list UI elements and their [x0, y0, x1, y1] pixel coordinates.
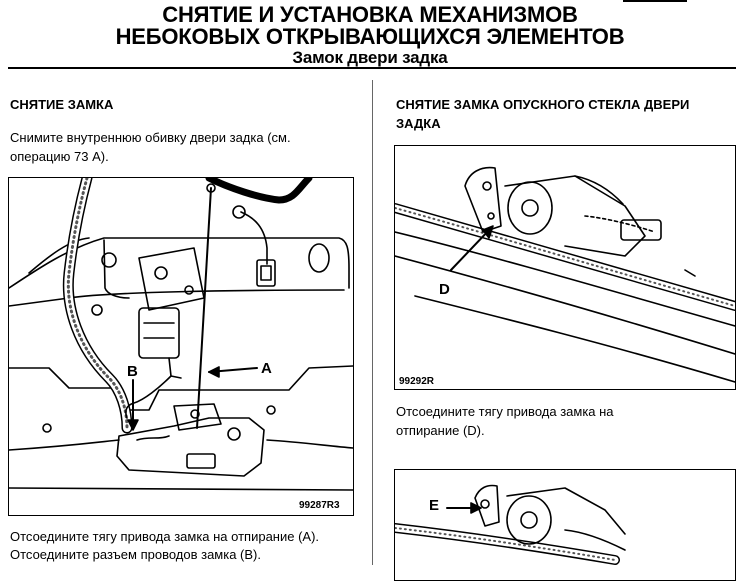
- crossmember-upper: [9, 365, 353, 411]
- page-title-line-2: НЕБОКОВЫХ ОТКРЫВАЮЩИХСЯ ЭЛЕМЕНТОВ: [115, 24, 625, 49]
- glass-step-line-2: отпирание (D).: [396, 423, 485, 438]
- wire-grommet: [232, 205, 246, 219]
- lever-pivot: [190, 409, 200, 419]
- motor-housing-2: [506, 487, 626, 535]
- figure-glass-lock-d: D 99292R: [394, 145, 736, 390]
- motor-hub: [521, 199, 539, 217]
- lock-body-detail: [136, 435, 170, 441]
- bracket-bolt: [154, 266, 168, 280]
- lock-lever: [173, 403, 222, 431]
- callout-a-label: A: [261, 360, 272, 377]
- callout-e-label: E: [429, 497, 439, 514]
- motor-wire: [168, 357, 182, 379]
- callout-e-arrowhead: [470, 502, 482, 514]
- door-panel-curve: [28, 237, 90, 274]
- glass-frame-inner-line: [395, 231, 735, 327]
- connector-block: [620, 219, 662, 241]
- figure-code-d: 99292R: [399, 376, 435, 387]
- top-edge-line: [623, 0, 687, 2]
- callout-d-arrowhead: [482, 225, 494, 239]
- page-title-line-1: СНЯТИЕ И УСТАНОВКА МЕХАНИЗМОВ: [162, 2, 578, 27]
- section-heading-glass-lock-line-1: СНЯТИЕ ЗАМКА ОПУСКНОГО СТЕКЛА ДВЕРИ: [396, 97, 690, 112]
- motor-housing: [504, 175, 646, 257]
- latch-bolt-2: [480, 499, 490, 509]
- harness-sleeve-texture: [66, 178, 129, 430]
- glass-lock-motor: [507, 181, 553, 235]
- glass-frame-bottom-line: [414, 295, 735, 383]
- side-clip: [684, 269, 696, 277]
- panel-hole-4: [42, 423, 52, 433]
- rod-top-clip: [206, 183, 216, 193]
- bracket-stud: [184, 285, 194, 295]
- glass-frame-lower-line: [395, 255, 735, 355]
- harness-sleeve-fill: [64, 178, 131, 432]
- step-text-1: Отсоедините тягу привода замка на отпира…: [10, 529, 320, 544]
- section-heading-lock-removal: СНЯТИЕ ЗАМКА: [10, 97, 114, 112]
- panel-hole-5: [266, 405, 276, 415]
- glass-frame-band-texture: [395, 207, 735, 307]
- intro-text-line-1: Снимите внутреннюю обивку двери задка (с…: [10, 130, 291, 145]
- callout-d-leader: [450, 227, 492, 271]
- harness-top-loop: [205, 178, 313, 204]
- header-divider: [8, 67, 736, 69]
- page-subtitle: Замок двери задка: [292, 48, 448, 67]
- glass-step-line-1: Отсоедините тягу привода замка на: [396, 404, 614, 419]
- figure-code: 99287R3: [299, 500, 340, 511]
- callout-d-label: D: [439, 281, 450, 298]
- latch-bracket: [464, 166, 502, 233]
- connector-right: [256, 259, 276, 287]
- panel-hole-1: [101, 252, 117, 268]
- latch-plate: [186, 453, 216, 469]
- step-text-2: Отсоедините разъем проводов замка (В).: [10, 547, 261, 562]
- connector-right-body: [260, 265, 272, 281]
- crossmember-lower-left: [9, 439, 120, 451]
- door-panel-inner-edge: [103, 239, 130, 299]
- panel-hole-2: [91, 304, 103, 316]
- column-divider: [372, 80, 373, 565]
- motor-bracket: [138, 247, 205, 311]
- lock-body: [116, 417, 265, 477]
- latch-bolt-lower: [487, 212, 495, 220]
- actuator-rod-a: [196, 187, 212, 429]
- lock-gear: [227, 427, 241, 441]
- wiring-dashed: [584, 215, 656, 233]
- callout-b-arrowhead: [127, 419, 139, 431]
- wiring-top: [574, 175, 624, 205]
- figure-glass-lock-e: E: [394, 469, 736, 581]
- motor-hub-2: [520, 511, 538, 529]
- figure-lock-assembly: A B 99287R3: [8, 177, 354, 516]
- door-panel-rib: [9, 289, 345, 307]
- wiring-2: [564, 529, 626, 551]
- callout-a-arrowhead: [208, 366, 220, 378]
- crossmember-lower-right: [266, 439, 353, 449]
- glass-frame-band-texture-2: [395, 527, 616, 561]
- motor-ribs: [143, 322, 175, 339]
- latch-bolt-upper: [482, 181, 492, 191]
- section-heading-glass-lock-line-2: ЗАДКА: [396, 116, 441, 131]
- intro-text-line-2: операцию 73 А).: [10, 149, 109, 164]
- lock-actuator-motor: [138, 307, 180, 359]
- panel-hole-3: [308, 243, 330, 273]
- door-panel-top-edge: [9, 237, 350, 289]
- latch-bracket-2: [474, 484, 500, 527]
- glass-lock-motor-2: [506, 495, 552, 545]
- door-bottom-edge: [9, 487, 353, 491]
- callout-b-label: B: [127, 363, 138, 380]
